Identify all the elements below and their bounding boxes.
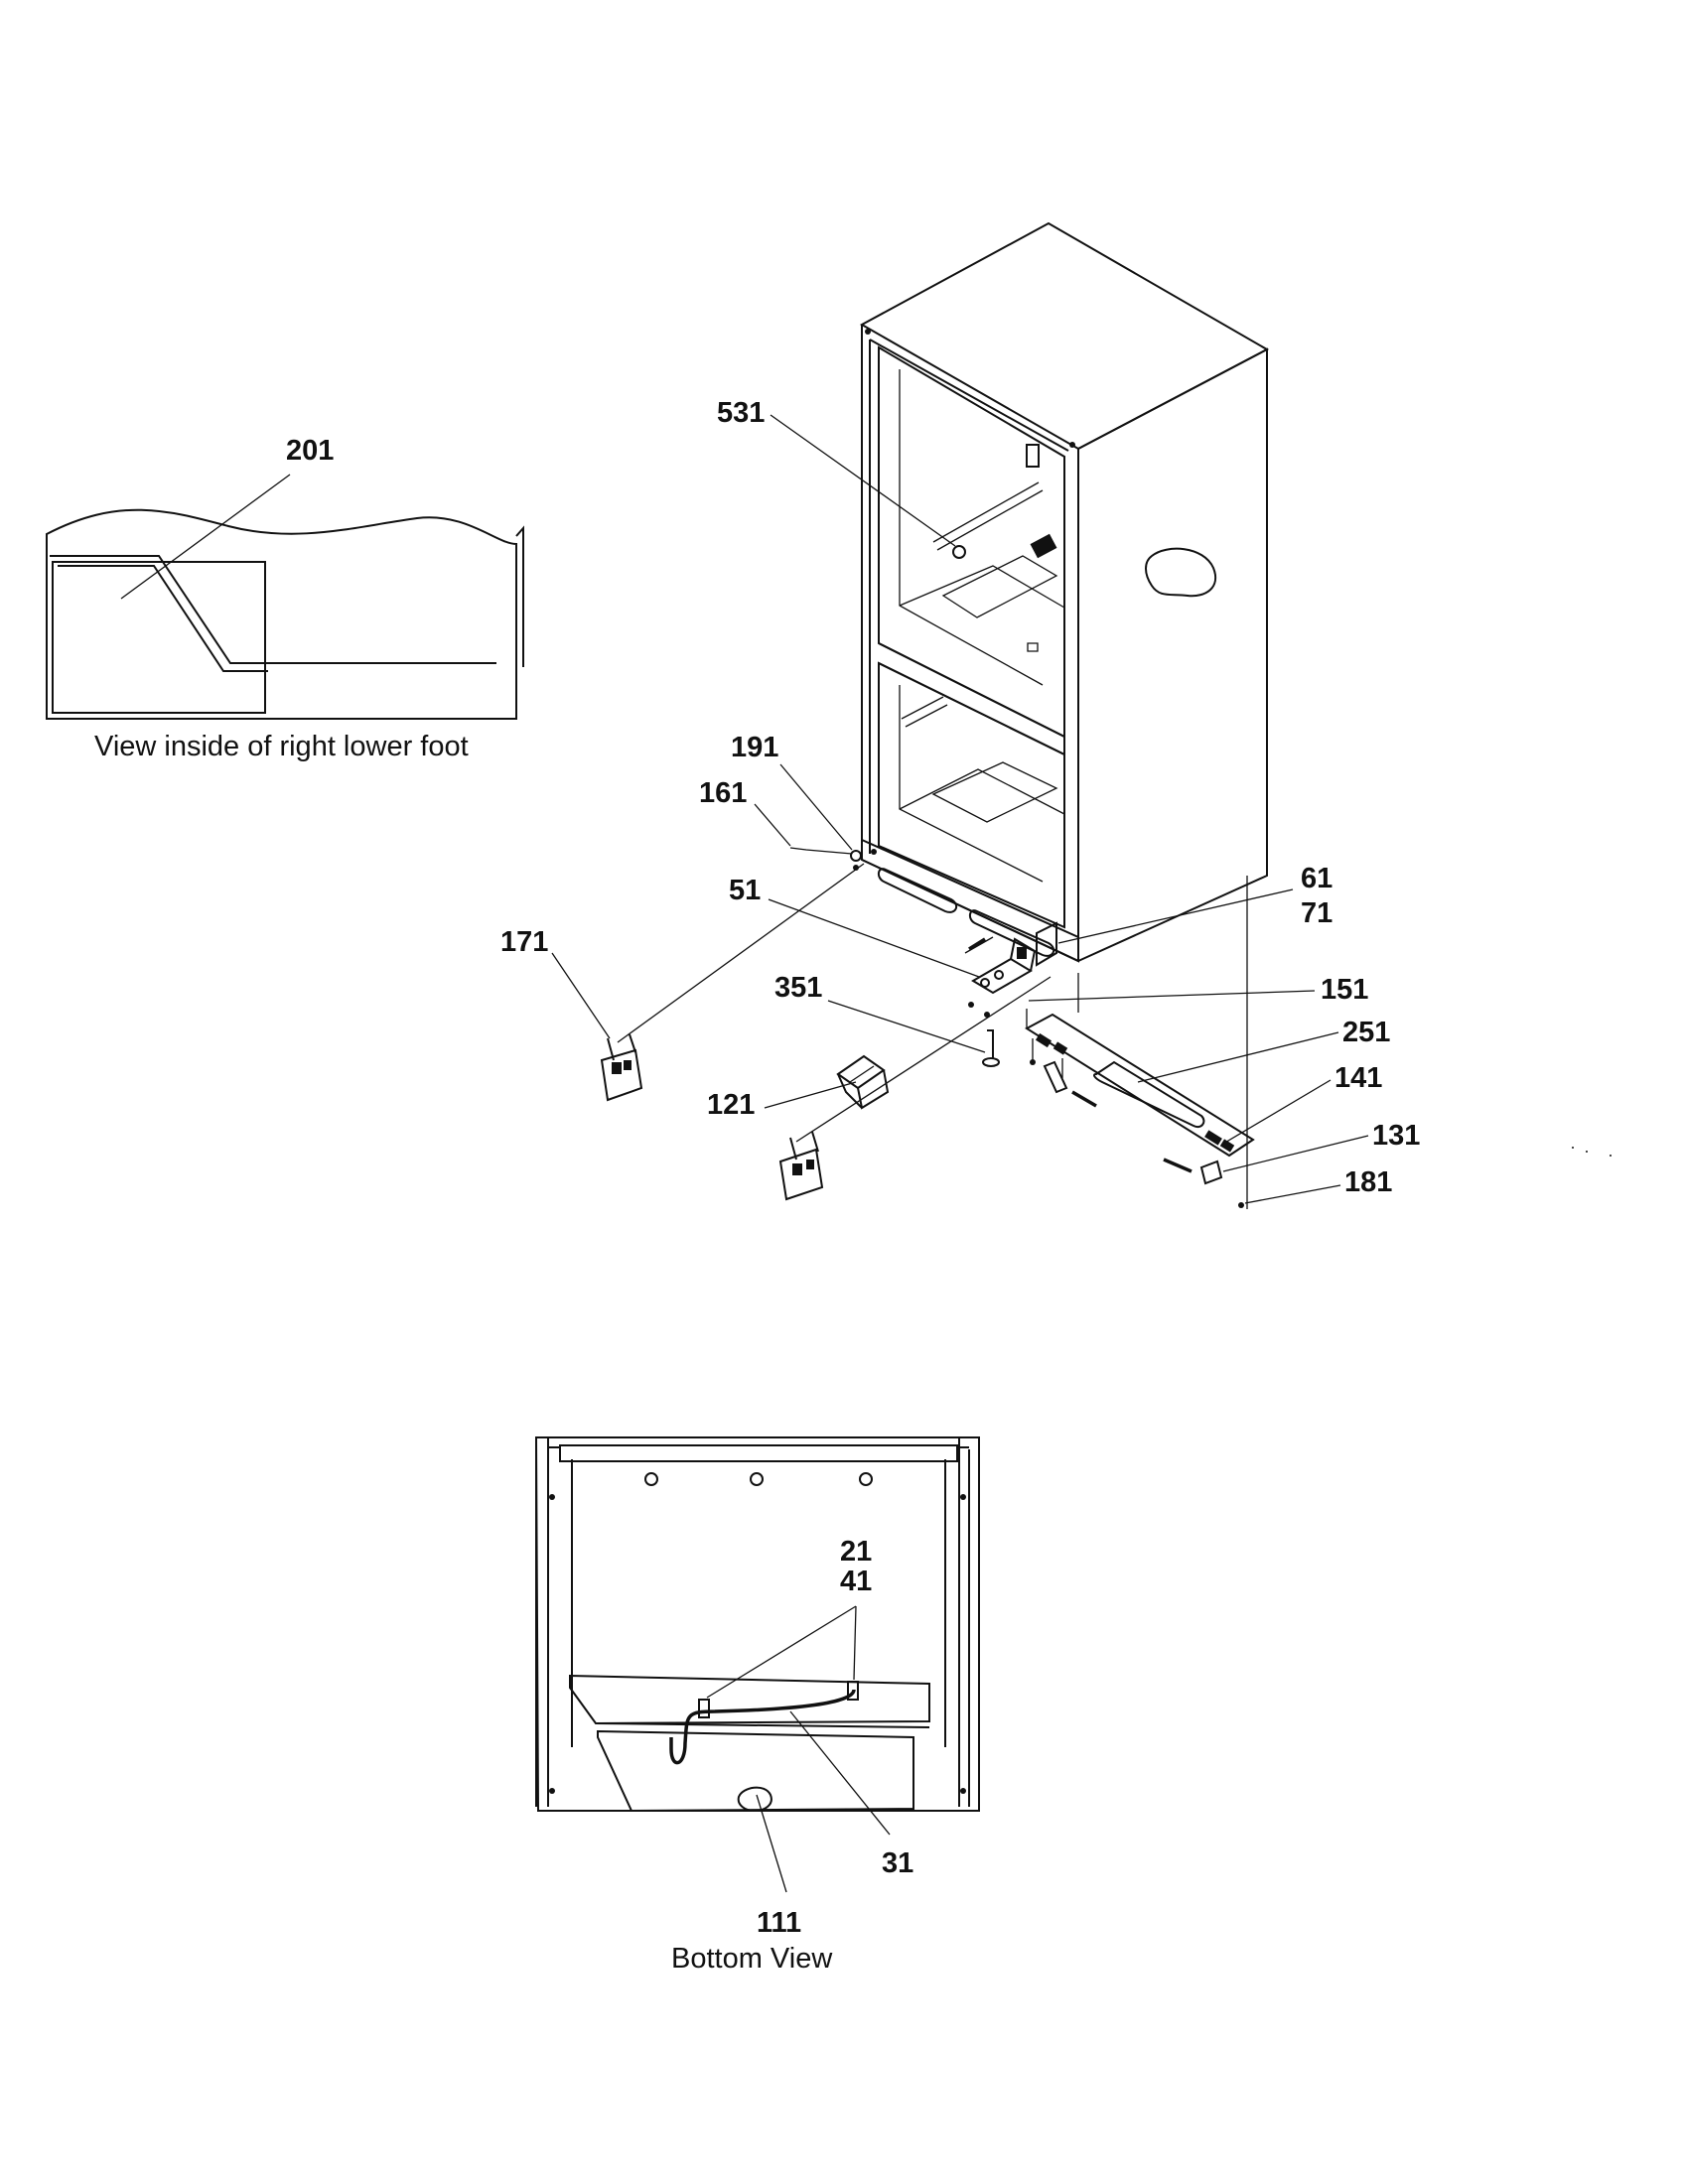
callout-141: 141 xyxy=(1334,1062,1382,1094)
callout-51: 51 xyxy=(729,875,761,906)
lower-foot xyxy=(778,976,1052,1201)
bottom-view: 21 41 31 111 Bottom View xyxy=(534,1436,980,1975)
callouts-main: 531 191 161 51 61 71 171 351 151 251 141… xyxy=(500,397,1420,1204)
callout-251: 251 xyxy=(1342,1017,1390,1048)
callout-151: 151 xyxy=(1321,974,1368,1006)
callout-531: 531 xyxy=(717,397,765,429)
callout-61: 61 xyxy=(1301,863,1333,894)
callout-161: 161 xyxy=(699,777,747,809)
callout-111: 111 xyxy=(757,1907,801,1939)
leader-201 xyxy=(120,474,291,600)
left-foot-171 xyxy=(600,863,865,1102)
refrigerator-cabinet xyxy=(859,221,1270,1209)
callout-201: 201 xyxy=(286,435,334,467)
callout-121: 121 xyxy=(707,1089,755,1121)
foot-cover-121 xyxy=(836,1054,890,1110)
inset-right-lower-foot: 201 View inside of right lower foot xyxy=(46,435,524,762)
callout-41: 41 xyxy=(840,1566,872,1597)
callout-181: 181 xyxy=(1344,1166,1392,1198)
inset-caption: View inside of right lower foot xyxy=(94,731,469,762)
bottom-view-caption: Bottom View xyxy=(671,1943,833,1975)
callout-131: 131 xyxy=(1372,1120,1420,1152)
callout-71: 71 xyxy=(1301,897,1333,929)
callout-191: 191 xyxy=(731,732,778,763)
callout-21: 21 xyxy=(840,1536,872,1568)
callout-171: 171 xyxy=(500,926,548,958)
rail-251 xyxy=(1025,1013,1255,1158)
callout-31: 31 xyxy=(882,1847,913,1879)
callout-351: 351 xyxy=(774,972,822,1004)
hinge-bracket xyxy=(964,921,1057,1018)
hardware-parts xyxy=(600,847,1255,1208)
